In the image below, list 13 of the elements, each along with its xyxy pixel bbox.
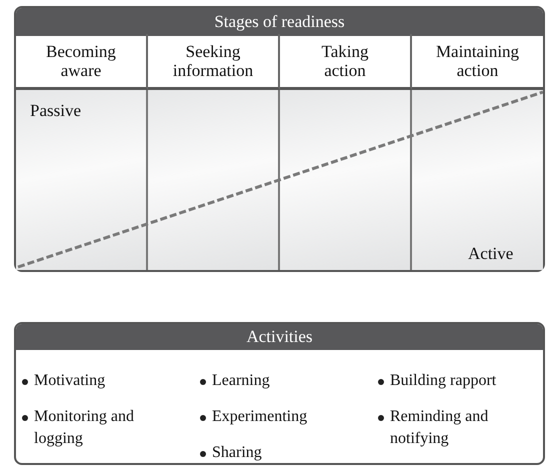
panel bbox=[14, 322, 545, 465]
activity-item: Building rapport bbox=[378, 370, 547, 392]
scale-end-label: Active bbox=[468, 243, 514, 264]
activity-item: Learning bbox=[200, 370, 362, 392]
activity-item: Experimenting bbox=[200, 406, 362, 428]
activity-item: Monitoring and logging bbox=[22, 406, 184, 450]
activity-item: Reminding and notifying bbox=[378, 406, 540, 450]
header-bar: Activities bbox=[16, 324, 543, 350]
activity-item: Motivating bbox=[22, 370, 184, 392]
activity-item: Sharing bbox=[200, 442, 362, 464]
scale-end-label: Passive bbox=[30, 100, 81, 121]
panel bbox=[14, 6, 545, 272]
header-bar: Stages of readiness bbox=[16, 8, 543, 36]
